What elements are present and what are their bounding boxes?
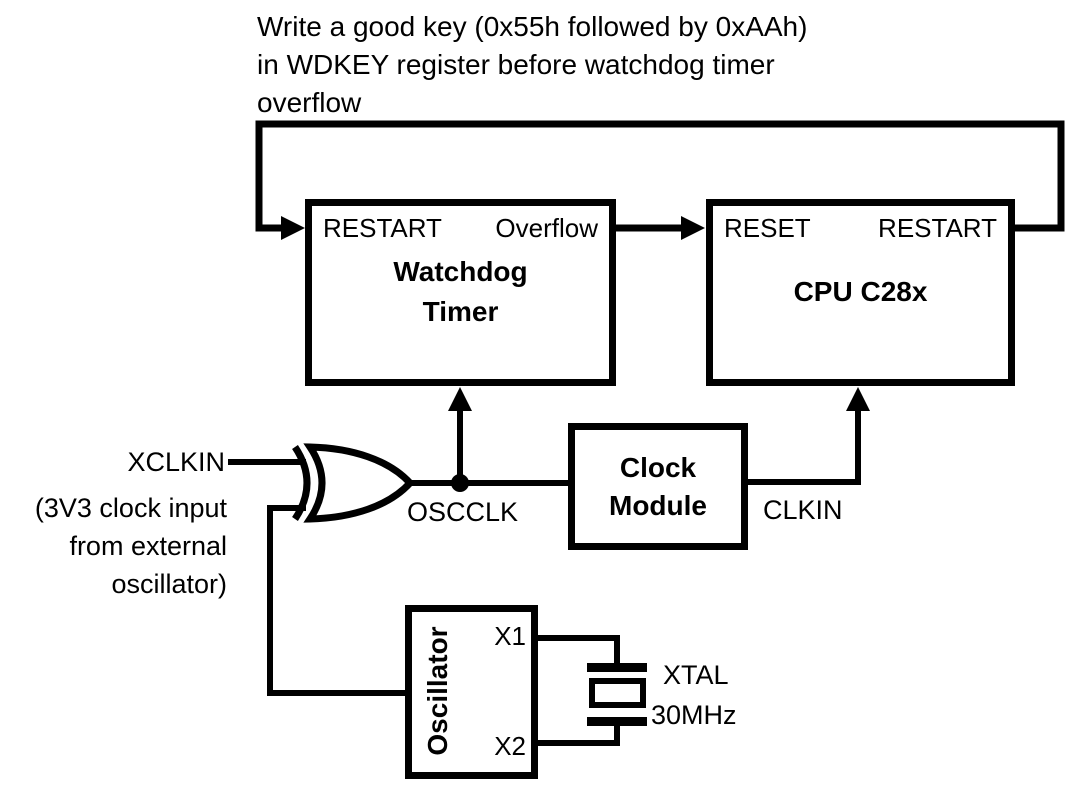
- cpu-title: CPU C28x: [793, 276, 928, 307]
- xclkin-label: XCLKIN: [127, 447, 225, 477]
- clkin-wire: [748, 408, 861, 485]
- crystal-bottom-plate: [587, 717, 647, 726]
- crystal-symbol: [589, 678, 646, 708]
- annotation-line: overflow: [257, 87, 362, 118]
- x1-pin-label: X1: [494, 621, 526, 651]
- xor-gate: [303, 443, 415, 523]
- clock-module-title-line: Clock: [619, 451, 697, 483]
- oscillator-block: Oscillator X1 X2: [405, 605, 538, 779]
- oscillator-title: Oscillator: [422, 626, 453, 756]
- clock-module-title-line: Module: [609, 489, 707, 521]
- annotation-line: Write a good key (0x55h followed by 0xAA…: [257, 11, 808, 42]
- cpu-restart-port-label: RESTART: [878, 213, 997, 243]
- watchdog-title: Watchdog Timer: [393, 256, 528, 327]
- xtal-label: XTAL: [663, 660, 729, 690]
- oscillator-to-xor-wire: [267, 505, 405, 696]
- xclkin-note: (3V3 clock input from external oscillato…: [34, 493, 227, 599]
- x2-pin-label: X2: [494, 731, 526, 761]
- clkin-label: CLKIN: [763, 495, 843, 525]
- watchdog-overflow-port-label: Overflow: [495, 213, 598, 243]
- oscclk-label: OSCCLK: [407, 497, 519, 527]
- x1-wire: [538, 635, 620, 664]
- clock-module-block: Clock Module: [568, 423, 748, 550]
- cpu-block: RESET RESTART CPU C28x: [706, 199, 1015, 386]
- restart-feedback-arrowhead-icon: [281, 216, 305, 240]
- restart-feedback-wire: [255, 120, 1065, 232]
- cpu-reset-port-label: RESET: [724, 213, 811, 243]
- wdkey-annotation: Write a good key (0x55h followed by 0xAA…: [257, 8, 917, 122]
- xtal-frequency-label: 30MHz: [651, 700, 737, 730]
- oscclk-arrowhead-icon: [448, 387, 472, 411]
- annotation-line: in WDKEY register before watchdog timer: [257, 49, 775, 80]
- clkin-arrowhead-icon: [846, 387, 870, 411]
- watchdog-timer-block: RESTART Overflow Watchdog Timer: [305, 199, 616, 386]
- xor-gate-input-arc: [292, 445, 311, 521]
- watchdog-restart-port-label: RESTART: [323, 213, 442, 243]
- overflow-to-reset-arrowhead-icon: [681, 216, 705, 240]
- x2-wire: [538, 725, 620, 746]
- crystal-top-plate: [587, 663, 647, 672]
